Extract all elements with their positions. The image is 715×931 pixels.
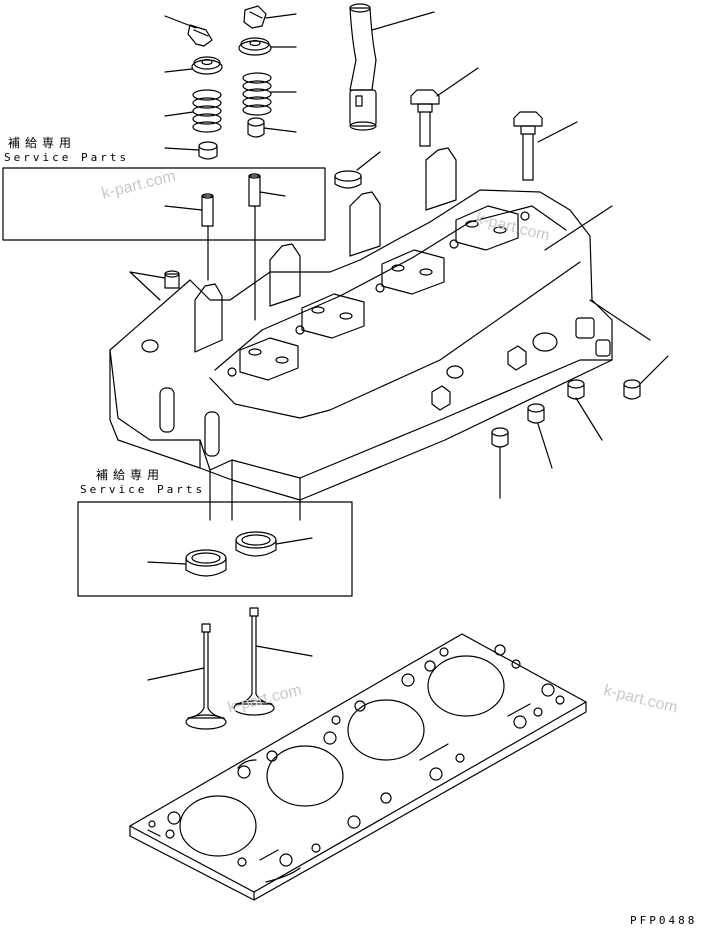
- intake-valve: [147, 623, 227, 730]
- service-box-2-frame: [77, 501, 353, 597]
- exhaust-valve: [233, 607, 313, 716]
- service-box-1-jp-label: 補給専用: [8, 136, 77, 150]
- service-box-2-jp-label: 補給専用: [96, 468, 165, 482]
- water-pipe: [349, 3, 435, 131]
- service-box-2-en-label: Service Parts: [80, 483, 206, 496]
- head-gasket: [129, 633, 587, 901]
- drawing-code: PFP0488: [630, 914, 698, 927]
- plug-right-2: [567, 379, 603, 441]
- spring-retainer-left: [164, 56, 223, 75]
- valve-stem-seal-right: [247, 117, 297, 138]
- sealing-cup: [334, 151, 381, 189]
- valve-guide-right: [248, 173, 286, 207]
- plug-right-1: [623, 355, 669, 400]
- valve-seat-insert-right: [235, 531, 313, 557]
- spring-retainer-right: [238, 37, 297, 56]
- valve-stem-seal-left: [164, 141, 218, 160]
- plug-right-3: [527, 403, 553, 469]
- cylinder-head: [109, 147, 651, 521]
- valve-cotter-right: [243, 5, 297, 29]
- valve-cotter-left: [164, 15, 213, 47]
- valve-seat-insert-left: [147, 549, 227, 577]
- head-bolt-long: [513, 111, 578, 181]
- valve-guide-left: [164, 193, 214, 227]
- plug-right-4: [491, 427, 509, 499]
- valve-spring-right: [242, 72, 297, 116]
- service-box-1-en-label: Service Parts: [4, 151, 130, 164]
- head-bolt-short: [410, 67, 479, 147]
- plug-fitting-top-left: [129, 270, 180, 289]
- service-box-1-frame: [2, 167, 326, 241]
- valve-seat-group: [227, 205, 530, 381]
- valve-spring-left: [164, 89, 222, 133]
